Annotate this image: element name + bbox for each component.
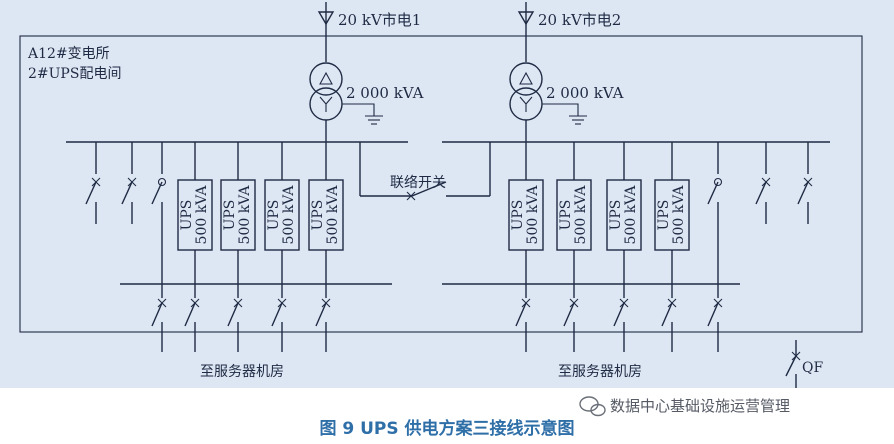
outgoing-switch-right-3 <box>613 284 629 352</box>
breaker-legend-label: QF <box>802 360 823 376</box>
ups-rating-label: 500 kVA <box>281 185 297 245</box>
ups-rating-label: 500 kVA <box>237 185 253 245</box>
feeder-breaker-right-2 <box>797 142 813 224</box>
feed-right-label: 20 kV市电2 <box>538 11 621 29</box>
outgoing-left-label: 至服务器机房 <box>200 364 284 380</box>
outgoing-switch-left-4 <box>271 284 287 352</box>
outgoing-switch-right-1 <box>515 284 531 352</box>
diagram-background <box>0 0 894 388</box>
feed-left <box>317 2 335 62</box>
room-name: 2#UPS配电间 <box>28 66 121 82</box>
feeder-isolator-left <box>151 142 167 284</box>
ups-label: UPS <box>608 200 624 231</box>
outgoing-switch-right-2 <box>563 284 579 352</box>
ups-label: UPS <box>558 200 574 231</box>
feeder-breaker-right-1 <box>755 142 771 224</box>
tie-switch <box>359 142 491 201</box>
feeder-breaker-left-2 <box>121 142 137 224</box>
substation-boundary <box>19 35 863 333</box>
ups-rating-label: 500 kVA <box>623 185 639 245</box>
outgoing-switch-left-2 <box>184 284 200 352</box>
outgoing-switch-right-5 <box>707 284 723 352</box>
wechat-icon <box>579 396 606 417</box>
ups-label: UPS <box>510 200 526 231</box>
outgoing-switch-left-5 <box>315 284 331 352</box>
watermark-text: 数据中心基础设施运营管理 <box>610 397 790 415</box>
transformer-left-rating: 2 000 kVA <box>346 84 424 102</box>
transformer-left <box>309 62 383 142</box>
outgoing-switches <box>151 284 723 352</box>
feeder-isolator-right <box>707 142 723 284</box>
feeder-breaker-left-1 <box>85 142 101 224</box>
outgoing-switch-left-1 <box>151 284 167 352</box>
ups-label: UPS <box>656 200 672 231</box>
tie-switch-label: 联络开关 <box>390 175 446 191</box>
ups-rating-label: 500 kVA <box>573 185 589 245</box>
ups-rating-label: 500 kVA <box>525 185 541 245</box>
feed-right <box>517 2 535 62</box>
ups-rating-label: 500 kVA <box>671 185 687 245</box>
feeder-branches <box>85 142 813 284</box>
feed-left-label: 20 kV市电1 <box>338 11 421 29</box>
outgoing-right-label: 至服务器机房 <box>558 364 642 380</box>
transformer-right <box>509 62 587 142</box>
ups-label: UPS <box>266 200 282 231</box>
outgoing-switch-right-4 <box>661 284 677 352</box>
substation-name: A12#变电所 <box>27 46 110 62</box>
ups-rating-label: 500 kVA <box>194 185 210 245</box>
qf-breaker-symbol <box>785 340 801 388</box>
ups-rating-label: 500 kVA <box>325 185 341 245</box>
figure-caption: 图 9 UPS 供电方案三接线示意图 <box>319 418 574 439</box>
transformer-right-rating: 2 000 kVA <box>546 84 624 102</box>
outgoing-switch-left-3 <box>227 284 243 352</box>
ups-label: UPS <box>222 200 238 231</box>
ups-label: UPS <box>179 200 195 231</box>
ups-label: UPS <box>310 200 326 231</box>
